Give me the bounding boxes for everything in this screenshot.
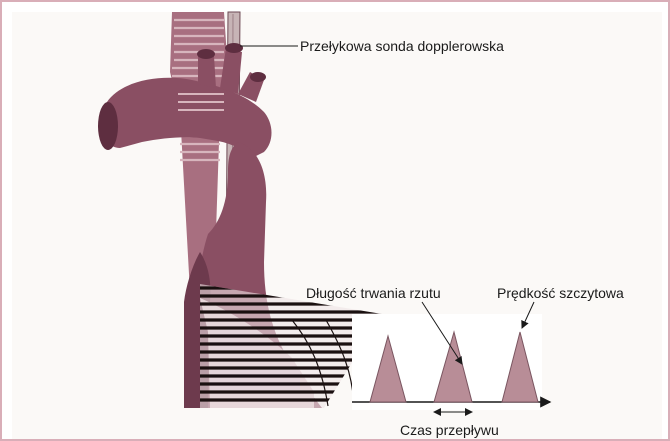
duration-label: Długość trwania rzutu — [306, 285, 441, 301]
peak-velocity-label: Prędkość szczytowa — [497, 285, 624, 301]
flow-time-label: Czas przepływu — [400, 422, 499, 438]
waveform-panel — [352, 314, 550, 410]
probe-label: Przełykowa sonda dopplerowska — [300, 38, 504, 54]
